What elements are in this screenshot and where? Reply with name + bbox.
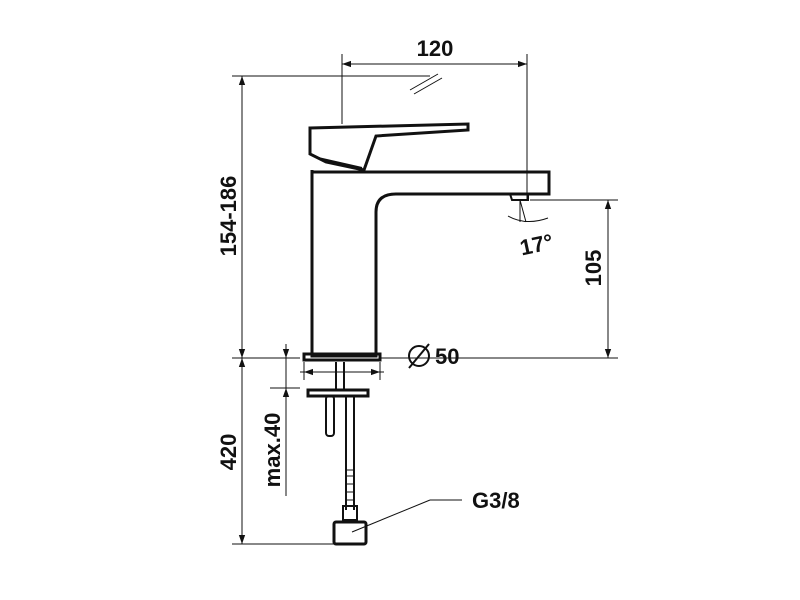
diameter-symbol-icon [408, 345, 430, 367]
dim-label-max-thickness: max.40 [260, 413, 285, 488]
lever-motion-mark [409, 73, 439, 91]
aerator [508, 193, 529, 201]
dim-hose-length: 420 [216, 358, 336, 545]
label-connection-thread: G3/8 [472, 488, 520, 513]
fixing-stud [325, 395, 335, 437]
spout [310, 170, 551, 358]
dim-label-total-height: 154-186 [216, 176, 241, 257]
base-flange [302, 352, 382, 362]
dim-label-spout-reach: 120 [417, 36, 454, 61]
dim-label-spout-angle: 17° [518, 229, 556, 260]
lever-handle [308, 122, 470, 172]
dim-spout-reach: 120 [341, 36, 528, 200]
faucet-body [302, 73, 551, 362]
dim-total-height: 154-186 [216, 75, 430, 359]
dim-label-spout-height: 105 [581, 250, 606, 287]
connection-nut [332, 520, 368, 546]
dim-label-base-diameter: 50 [435, 344, 459, 369]
dim-spout-angle: 17° [507, 199, 556, 260]
mounting-plate [306, 388, 370, 398]
dim-base-diameter: 50 [408, 343, 459, 369]
mounting-assembly [300, 362, 384, 546]
dim-label-hose-length: 420 [216, 434, 241, 471]
dim-spout-height: 105 [380, 199, 618, 359]
dim-deck-thickness: max.40 [260, 344, 300, 496]
flexible-hose [342, 396, 358, 521]
dim-base-width [303, 362, 381, 380]
leader-connection-thread: G3/8 [351, 488, 520, 533]
